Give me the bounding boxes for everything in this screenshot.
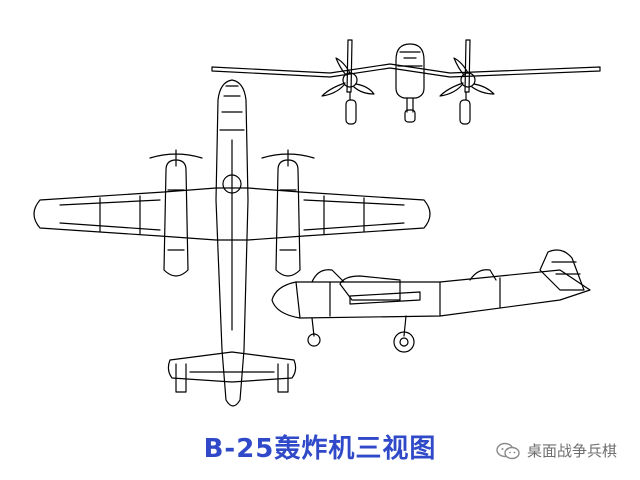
front-view-wing xyxy=(211,63,601,78)
drawing-caption: B-25轰炸机三视图 xyxy=(203,434,437,464)
front-view-left-propeller xyxy=(321,57,375,97)
top-view-left-nacelle xyxy=(149,149,203,277)
watermark-text: 桌面战争兵棋 xyxy=(527,442,618,460)
watermark: 桌面战争兵棋 xyxy=(495,440,617,461)
top-view xyxy=(33,79,431,407)
side-view-tail xyxy=(539,249,585,291)
front-view-right-fin xyxy=(464,39,471,93)
side-view-fuselage xyxy=(271,269,591,319)
top-view-wing xyxy=(33,187,431,241)
side-view xyxy=(271,249,591,353)
front-view-right-propeller xyxy=(439,57,495,97)
front-view-left-fin xyxy=(346,39,353,93)
side-view-engine xyxy=(339,275,401,301)
top-view-right-nacelle xyxy=(261,149,315,277)
top-view-fuselage xyxy=(215,79,249,407)
side-view-landing-gear xyxy=(307,315,415,353)
front-view xyxy=(211,39,601,125)
wechat-icon xyxy=(496,442,520,459)
front-view-fuselage xyxy=(395,43,425,99)
front-view-landing-gear xyxy=(345,91,471,125)
top-view-tail xyxy=(167,351,297,383)
